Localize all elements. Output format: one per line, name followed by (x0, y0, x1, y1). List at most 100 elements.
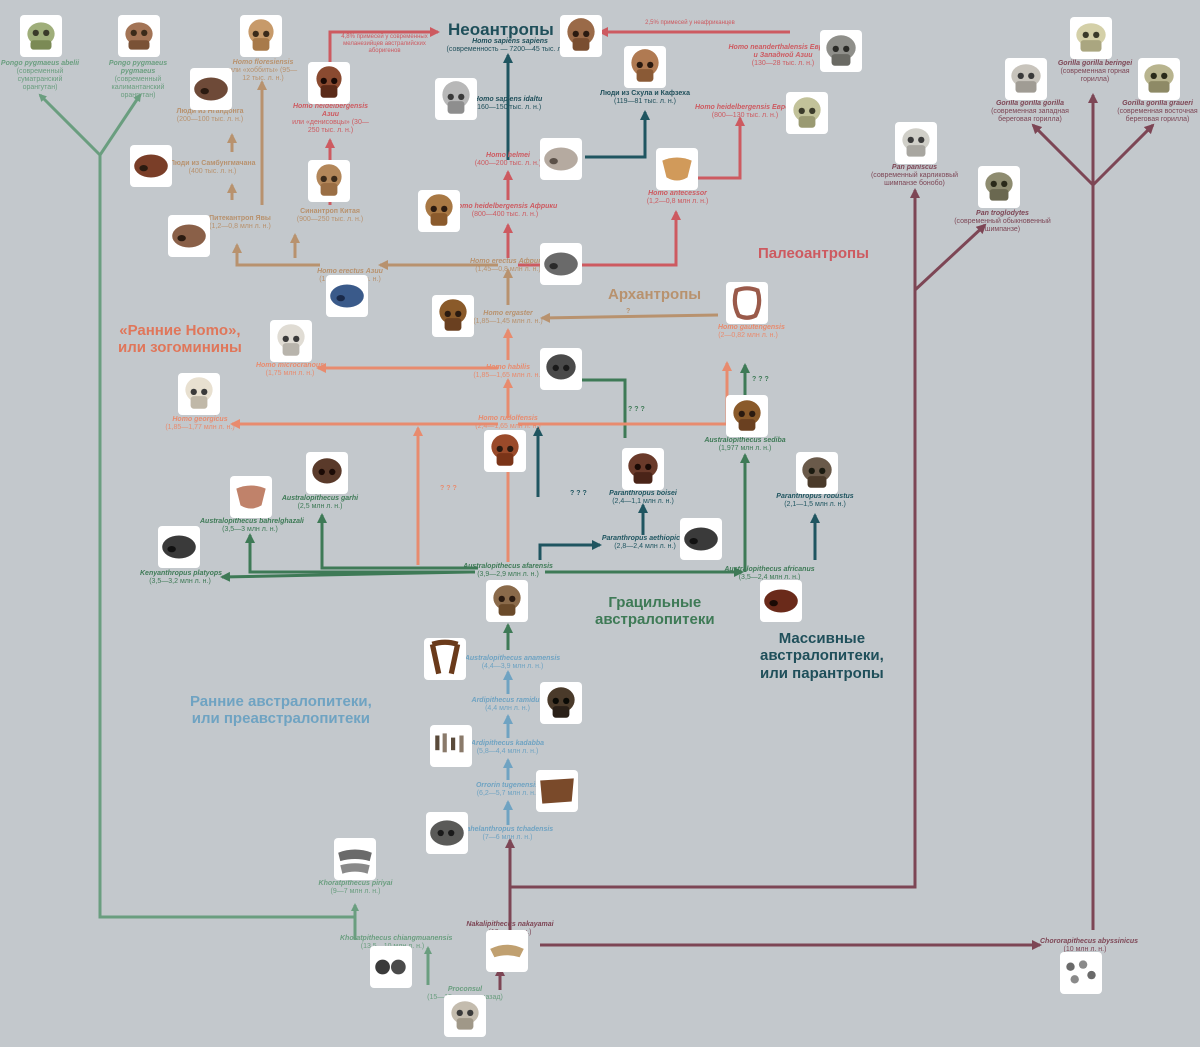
teeth-icon (370, 946, 412, 988)
group-title-gracile: Грацильные австралопитеки (595, 594, 715, 629)
paranthropus-skull-icon (796, 452, 838, 494)
hominin-skull-icon (540, 138, 582, 180)
chimp-skull-icon (978, 166, 1020, 208)
jaw-fragment-icon (726, 282, 768, 324)
group-title-early-homo: «Ранние Homo», или зогоминины (118, 322, 242, 357)
label-skhul-qafzeh: Люди из Схула и Кафзеха(119—81 тыс. л. н… (600, 90, 690, 105)
question-mark-boisei-rudolfensis: ? ? ? (570, 490, 587, 497)
label-idaltu: Homo sapiens idaltu(160—150 тыс. л. н.) (473, 96, 543, 111)
bone-fragments-icon (536, 770, 578, 812)
label-garhi: Australopithecus garhi(2,5 млн л. н.) (281, 495, 359, 510)
denisovan-admixture-note: 4,8% примесей у современных меланезийцев… (341, 34, 428, 54)
group-title-robust-line3: или парантропы (760, 664, 884, 682)
group-title-pre-line1: Ранние австралопитеки, (190, 693, 372, 710)
question-mark-sediba-gautengensis: ? ? ? (752, 376, 769, 383)
label-pithecanthropus: Питекантроп Явы(1,2—0,8 млн л. н.) (209, 215, 271, 230)
label-pan-paniscus: Pan paniscus(современный карликовый шимп… (870, 164, 959, 187)
label-anamensis: Australopithecus anamensis(4,4—3,9 млн л… (464, 655, 561, 670)
question-mark-sediba-habilis: ? ? ? (628, 406, 645, 413)
jaw-fragment-icon (656, 148, 698, 190)
group-title-neoanthropes: Неоантропы (448, 20, 554, 39)
label-ergaster: Homo ergaster(1,85—1,45 млн л. н.) (473, 310, 543, 325)
label-gautengensis: Homo gautengensis(2—0,82 млн л. н.) (718, 324, 785, 339)
human-skull-icon (624, 46, 666, 88)
hominin-skull-icon (240, 15, 282, 57)
jaw-fragment-icon (230, 476, 272, 518)
pongo-lineage (38, 93, 432, 985)
label-gorilla-gorilla: Gorilla gorilla gorilla(современная запа… (991, 100, 1069, 123)
hominin-skull-icon (484, 430, 526, 472)
gracile-lineage (220, 363, 750, 650)
human-skull-icon (435, 78, 477, 120)
paranthropus-skull-icon (622, 448, 664, 490)
jaw-fragment-icon (486, 930, 528, 972)
label-gorilla-beringei: Gorilla gorilla beringei(современная гор… (1057, 60, 1133, 83)
australopith-skull-icon (726, 395, 768, 437)
group-title-pre-australopiths: Ранние австралопитеки, или преавстралопи… (190, 693, 372, 728)
hominin-skull-icon (308, 62, 350, 104)
group-title-early-homo-line2: или зогоминины (118, 339, 242, 357)
hominin-skull-icon (326, 275, 368, 317)
bone-fragments-icon (430, 725, 472, 767)
label-sapiens: Homo sapiens sapiens(современность — 720… (446, 38, 574, 53)
australopith-skull-icon (426, 812, 468, 854)
question-mark-afarensis-georgicus: ? ? ? (440, 485, 457, 492)
label-heidelbergensis-africa: Homo heidelbergensis Африки(800—400 тыс.… (452, 203, 558, 218)
archanthrope-lineage (227, 80, 719, 323)
group-title-paleoanthropes: Палеоантропы (758, 245, 869, 262)
label-antecessor: Homo antecessor(1,2—0,8 млн л. н.) (646, 190, 709, 205)
label-kenyanthropus: Kenyanthropus platyops(3,5—3,2 млн л. н.… (140, 570, 223, 585)
label-sediba: Australopithecus sediba(1,977 млн л. н.) (704, 437, 786, 452)
label-habilis: Homo habilis(1,85—1,65 млн л. н.) (473, 364, 543, 379)
australopith-skull-icon (158, 526, 200, 568)
label-boisei: Paranthropus boisei(2,4—1,1 млн л. н.) (609, 490, 677, 505)
label-pongo-pygmaeus: Pongo pygmaeus pygmaeus(современный кали… (108, 60, 168, 99)
label-pongo-abelii: Pongo pygmaeus abelii(современный суматр… (0, 60, 80, 91)
australopith-skull-icon (486, 580, 528, 622)
label-helmei: Homo helmei(400—200 тыс. л. н.) (474, 152, 542, 167)
gorilla-skull-icon (1070, 17, 1112, 59)
hominin-skull-icon (432, 295, 474, 337)
hominin-skull-icon (786, 92, 828, 134)
label-rudolfensis: Homo rudolfensis(2,4—1,65 млн л. н.) (475, 415, 541, 430)
group-title-gracile-line1: Грацильные (608, 594, 702, 611)
australopith-skull-icon (540, 682, 582, 724)
paranthropus-skull-icon (680, 518, 722, 560)
label-erectus-africa: Homo erectus Африки(1,45—0,8 млн л. н.) (469, 258, 547, 273)
label-gorilla-graueri: Gorilla gorilla graueri(современная вост… (1117, 100, 1198, 123)
jaw-fragment-icon (424, 638, 466, 680)
group-title-pre-line2: или преавстралопитеки (191, 710, 371, 728)
label-afarensis: Australopithecus afarensis(3,9—2,9 млн л… (463, 563, 553, 578)
group-title-early-homo-line1: «Ранние Homo», (119, 322, 241, 339)
great-ape-lineage (495, 93, 1155, 990)
australopith-skull-icon (760, 580, 802, 622)
jaw-fragment-icon (334, 838, 376, 880)
label-sinanthropus: Синантроп Китая(900—250 тыс. л. н.) (296, 208, 364, 223)
gorilla-skull-icon (1138, 58, 1180, 100)
hominin-skull-icon (540, 243, 582, 285)
label-pan-troglodytes: Pan troglodytes(современный обыкновенный… (954, 210, 1051, 233)
label-heidelbergensis-europe: Homo heidelbergensis Европы(800—130 тыс.… (695, 104, 800, 119)
label-kadabba: Ardipithecus kadabba(5,8—4,4 млн л. н.) (470, 740, 545, 755)
hominin-skull-icon (168, 215, 210, 257)
label-africanus: Australopithecus africanus(3,5—2,4 млн л… (724, 566, 815, 581)
hominin-skull-icon (270, 320, 312, 362)
label-sahelanthropus: Sahelanthropus tchadensis(7—6 млн л. н.) (461, 826, 554, 841)
group-title-gracile-line2: австралопитеки (595, 611, 715, 629)
teeth-icon (1060, 952, 1102, 994)
label-khoratpithecus: Khoratpithecus piriyai(9—7 млн л. н.) (318, 880, 393, 895)
group-title-archanthropes: Архантропы (608, 286, 702, 303)
robust-lineage (503, 53, 820, 560)
label-neanderthalensis: Homo neanderthalensis Европы и Западной … (728, 44, 838, 67)
label-aethiopicus: Paranthropus aethiopicus(2,8—2,4 млн л. … (601, 535, 689, 550)
hominin-skull-icon (540, 348, 582, 390)
ape-skull-icon (444, 995, 486, 1037)
label-robustus: Paranthropus robustus(2,1—1,5 млн л. н.) (776, 493, 854, 508)
hominin-skull-icon (178, 373, 220, 415)
hominin-skull-icon (418, 190, 460, 232)
label-ngandong: Люди из Нгандонга(200—100 тыс. л. н.) (176, 108, 244, 123)
hominin-skull-icon (190, 68, 232, 110)
